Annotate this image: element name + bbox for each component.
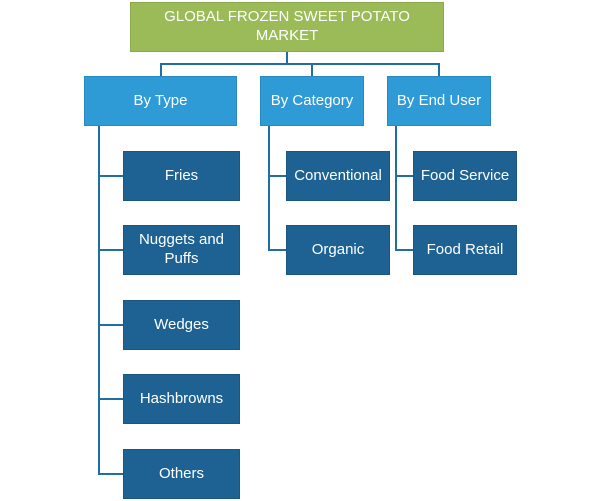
connector-top-bar xyxy=(160,63,440,65)
connector-type-nuggets xyxy=(98,249,123,251)
item-node-organic: Organic xyxy=(286,225,390,275)
item-node-hashbrowns: Hashbrowns xyxy=(123,374,240,424)
connector-root-stem xyxy=(286,52,288,64)
connector-category-conventional xyxy=(268,175,286,177)
connector-end-user-trunk xyxy=(395,126,397,251)
category-node-by-category: By Category xyxy=(260,76,364,126)
item-node-nuggets-and-puffs: Nuggets and Puffs xyxy=(123,225,240,275)
connector-to-category xyxy=(311,63,313,76)
item-node-others: Others xyxy=(123,449,240,499)
item-node-food-service: Food Service xyxy=(413,151,517,201)
connector-type-wedges xyxy=(98,324,123,326)
item-node-food-retail: Food Retail xyxy=(413,225,517,275)
item-node-conventional: Conventional xyxy=(286,151,390,201)
connector-end-user-food-service xyxy=(395,175,413,177)
connector-type-fries xyxy=(98,175,123,177)
connector-to-end-user xyxy=(438,63,440,76)
connector-category-organic xyxy=(268,249,286,251)
item-node-fries: Fries xyxy=(123,151,240,201)
connector-type-hashbrowns xyxy=(98,398,123,400)
root-node: GLOBAL FROZEN SWEET POTATO MARKET xyxy=(130,2,444,52)
category-node-by-type: By Type xyxy=(84,76,237,126)
connector-to-type xyxy=(160,63,162,76)
connector-type-others xyxy=(98,473,123,475)
connector-category-trunk xyxy=(268,126,270,251)
connector-type-trunk xyxy=(98,126,100,474)
category-node-by-end-user: By End User xyxy=(387,76,491,126)
item-node-wedges: Wedges xyxy=(123,300,240,350)
connector-end-user-food-retail xyxy=(395,249,413,251)
